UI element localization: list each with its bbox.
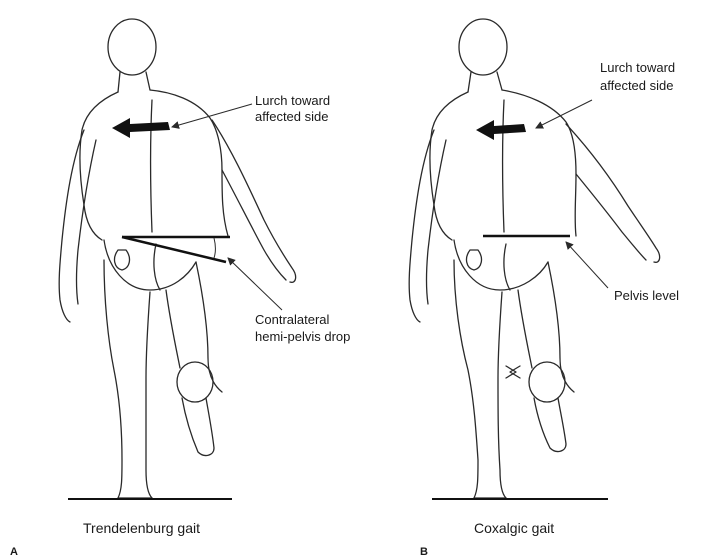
panel-letter-a: A bbox=[10, 546, 18, 558]
figure-a-body bbox=[59, 19, 295, 498]
panel-b: Lurch toward affected side Pelvis level … bbox=[409, 19, 679, 558]
lurch-label-b-line2: affected side bbox=[600, 78, 673, 93]
pelvis-label-a-line2: hemi-pelvis drop bbox=[255, 329, 350, 344]
lurch-label-b-line1: Lurch toward bbox=[600, 60, 675, 75]
pelvis-label-a-line1: Contralateral bbox=[255, 312, 330, 327]
lurch-leader-a bbox=[172, 104, 252, 127]
panel-a: Lurch toward affected side Contralateral… bbox=[10, 19, 350, 558]
caption-b: Coxalgic gait bbox=[474, 520, 554, 536]
lurch-label-a-line1: Lurch toward bbox=[255, 93, 330, 108]
drop-angle-arc-a bbox=[214, 238, 216, 258]
lurch-arrow-a bbox=[112, 118, 170, 138]
panel-letter-b: B bbox=[420, 546, 428, 558]
caption-a: Trendelenburg gait bbox=[83, 520, 200, 536]
lurch-label-a-line2: affected side bbox=[255, 109, 328, 124]
pelvis-label-b: Pelvis level bbox=[614, 288, 679, 303]
pelvis-drop-line-a bbox=[122, 237, 226, 262]
lurch-arrow-b bbox=[476, 120, 526, 140]
pelvis-leader-b bbox=[566, 242, 608, 288]
